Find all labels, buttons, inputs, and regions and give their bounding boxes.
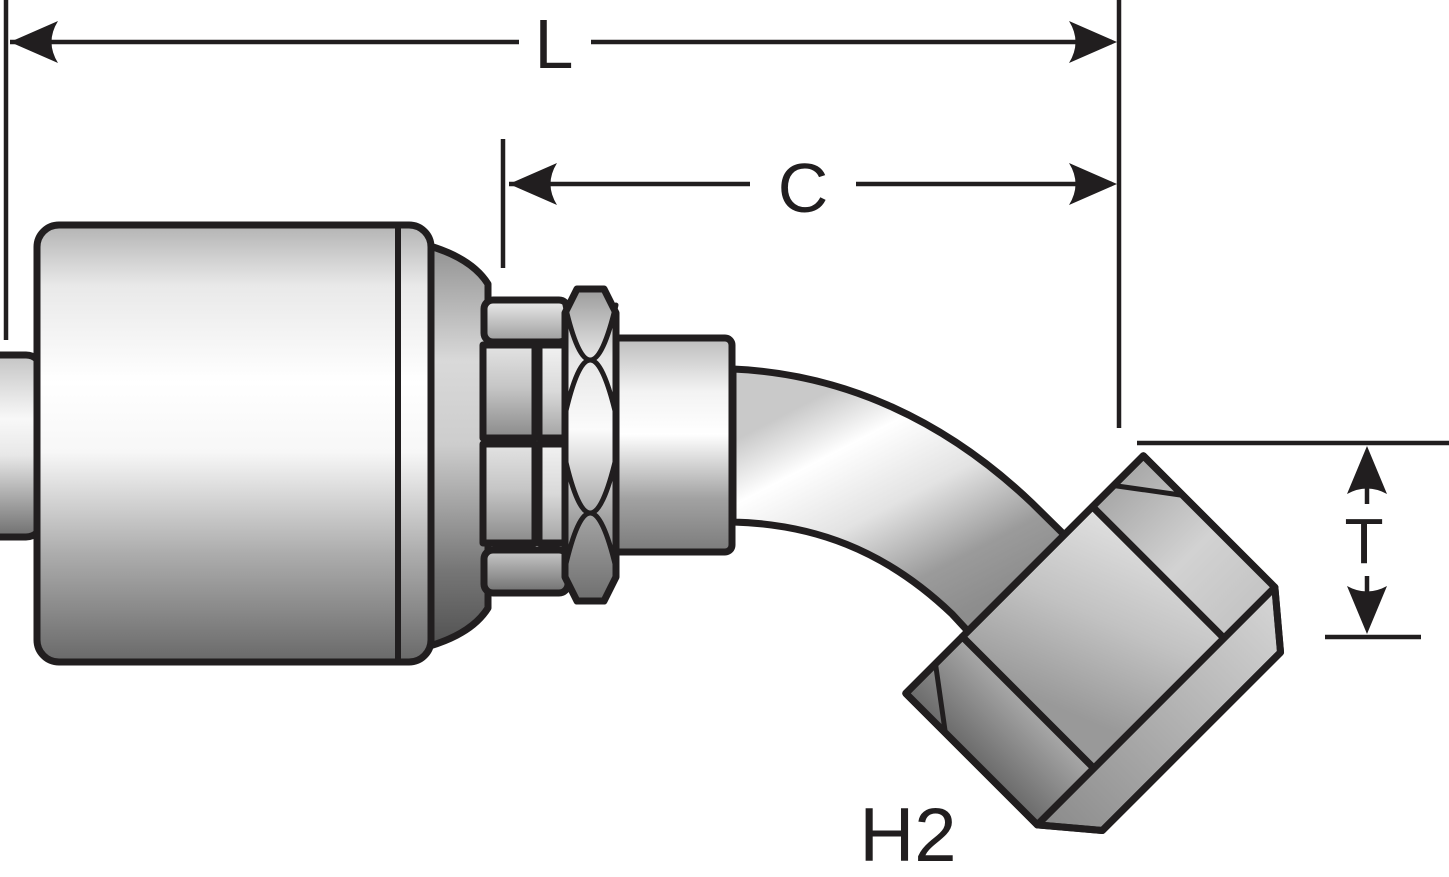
dimension-label-c: C xyxy=(777,149,829,227)
dimension-label-l: L xyxy=(534,5,574,83)
arrow-down-icon xyxy=(1347,586,1387,634)
arrow-up-icon xyxy=(1347,446,1387,494)
collar-top-band xyxy=(480,296,572,346)
collar-bottom-band xyxy=(480,546,572,597)
hex-facet-line xyxy=(562,357,619,418)
hex-facet-line xyxy=(562,510,619,571)
l-dimension xyxy=(3,0,1122,428)
crimp-shell xyxy=(33,221,435,666)
collar-segment xyxy=(479,341,539,442)
t-dimension xyxy=(1137,440,1449,640)
arrow-right-icon xyxy=(1069,21,1117,63)
collar-serrations xyxy=(479,296,572,597)
fitting-body xyxy=(0,221,1285,835)
collar-segment xyxy=(479,440,539,547)
nut-chamfer-line xyxy=(1111,482,1186,498)
part-callout-h2: H2 xyxy=(859,793,957,877)
nut-outline xyxy=(902,452,1285,835)
arrow-left-icon xyxy=(509,163,557,205)
c-dimension xyxy=(500,139,1117,268)
arrow-right-icon xyxy=(1069,163,1117,205)
swivel-hex xyxy=(561,285,620,605)
arrow-left-icon xyxy=(10,21,58,63)
tube-socket xyxy=(608,334,736,556)
female-swivel-nut xyxy=(902,452,1285,835)
nut-chamfer-line xyxy=(932,661,948,736)
dimension-label-t: T xyxy=(1344,505,1384,577)
